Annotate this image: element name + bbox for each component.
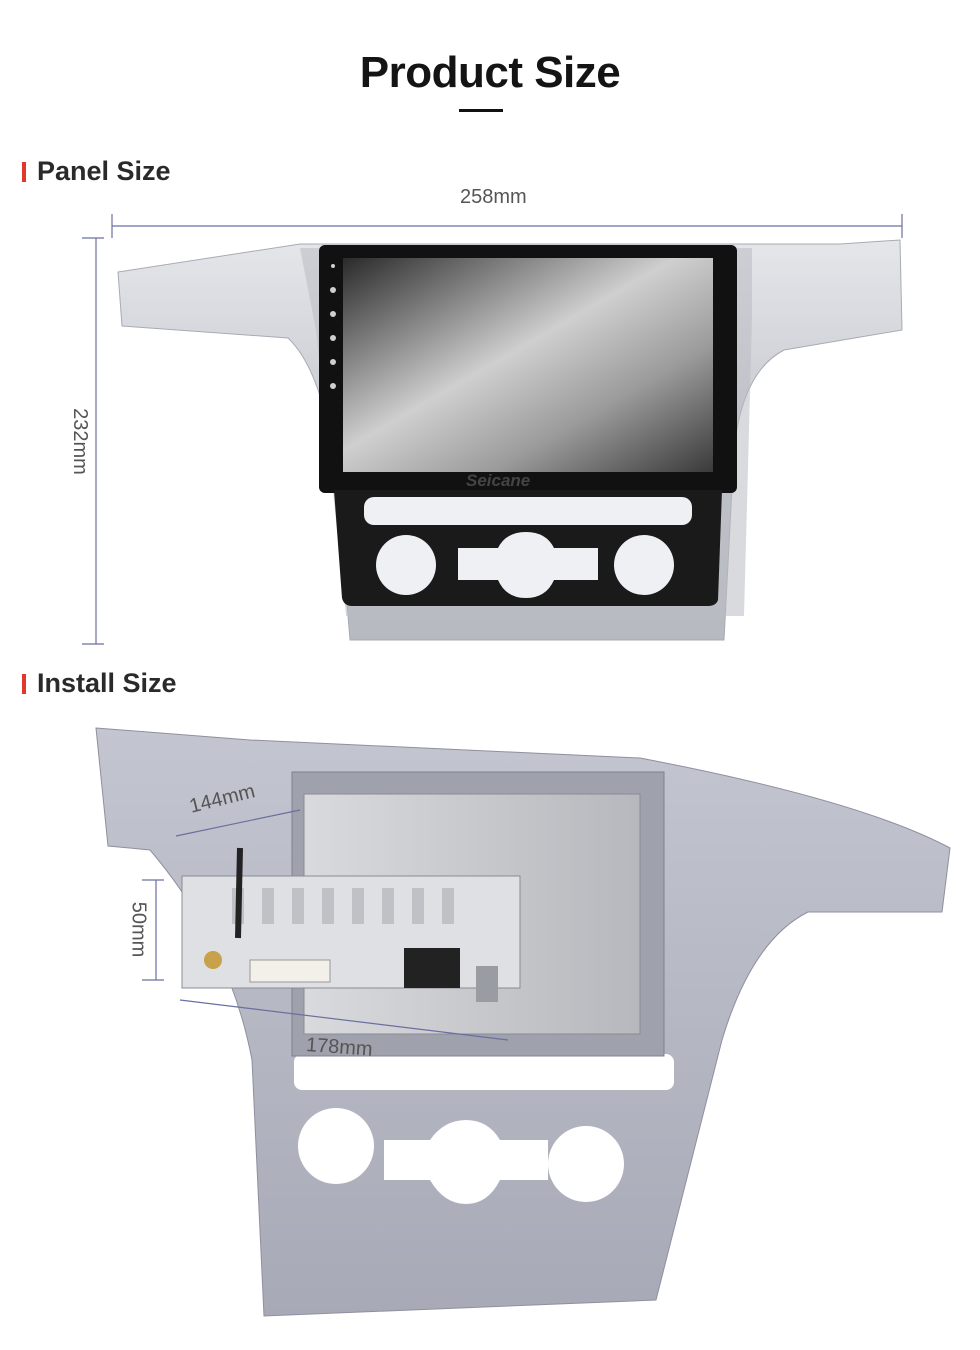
left-knob-opening <box>376 535 436 595</box>
install-width-label: 178mm <box>305 1034 374 1061</box>
install-size-heading: Install Size <box>22 668 177 699</box>
install-vent-slot <box>294 1054 674 1090</box>
install-center-opening <box>384 1120 548 1204</box>
panel-width-label: 258mm <box>460 186 527 208</box>
panel-width-dimension <box>111 214 903 238</box>
rca-connectors <box>249 959 331 983</box>
panel-height-label: 232mm <box>68 408 91 475</box>
wiring-connector <box>404 948 460 988</box>
page-title: Product Size <box>359 48 621 97</box>
install-width-dimension <box>179 999 509 1041</box>
title-underline <box>459 109 503 112</box>
side-button-icons <box>330 264 336 389</box>
accent-bar <box>22 161 26 182</box>
panel-figure <box>82 214 903 645</box>
vent-slot <box>364 497 692 525</box>
gps-port <box>204 951 222 969</box>
install-size-heading-text: Install Size <box>37 668 177 698</box>
right-knob-opening <box>614 535 674 595</box>
screen-brand-logo: Seicane <box>466 471 531 490</box>
install-height-dimension <box>142 879 164 981</box>
screen-display <box>343 258 713 472</box>
install-height-label: 50mm <box>127 901 150 958</box>
install-depth-dimension <box>175 809 301 837</box>
center-opening <box>458 532 598 598</box>
antenna <box>235 847 243 939</box>
install-left-knob <box>298 1108 374 1184</box>
accent-bar <box>22 673 26 694</box>
panel-size-heading: Panel Size <box>22 156 171 187</box>
install-right-knob <box>548 1126 624 1202</box>
panel-height-dimension <box>82 237 104 645</box>
install-figure <box>95 727 951 1317</box>
panel-size-heading-text: Panel Size <box>37 156 171 186</box>
usb-ports <box>476 966 498 1002</box>
